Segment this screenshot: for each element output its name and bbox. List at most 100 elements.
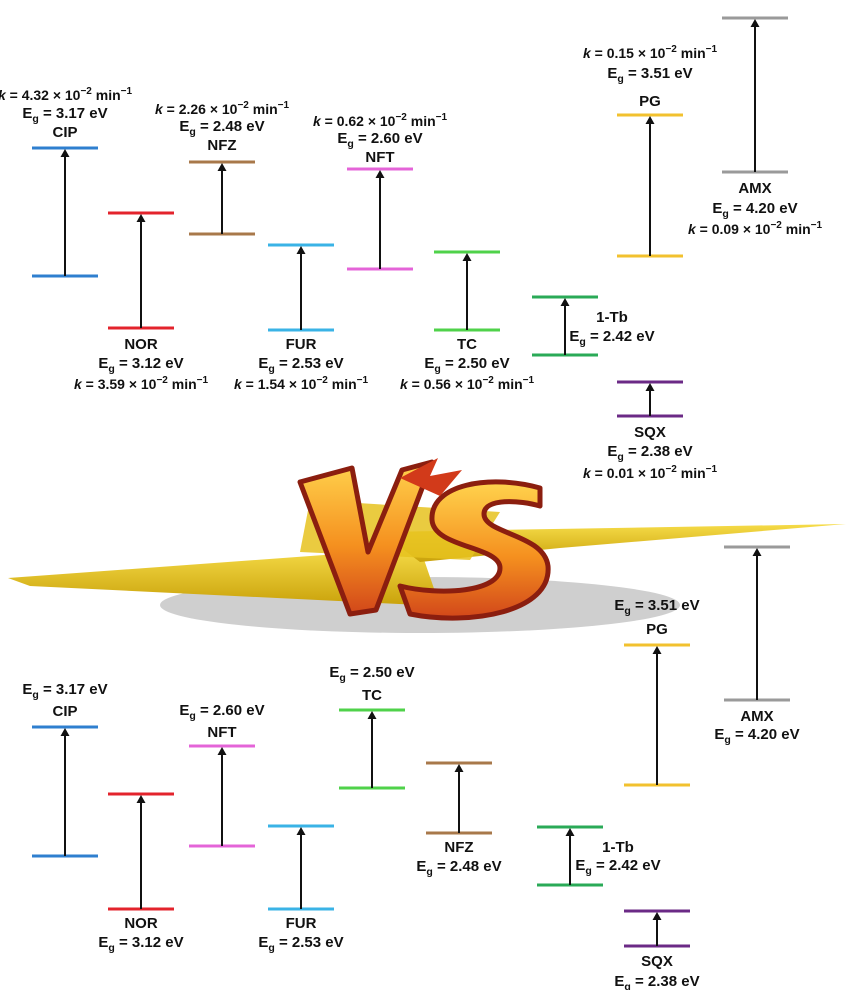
- band-top-TC: [434, 250, 500, 332]
- eg-top-1-Tb: Eg = 2.42 eV: [569, 328, 654, 348]
- band-bottom-NFT: [189, 744, 255, 848]
- eg-bottom-NFZ: Eg = 2.48 eV: [416, 858, 501, 878]
- k-top-AMX: k = 0.09 × 10−2 min−1: [688, 220, 823, 237]
- k-top-NFZ: k = 2.26 × 10−2 min−1: [155, 100, 290, 117]
- arrow-head-bottom-1-Tb: [565, 828, 575, 836]
- top-compound-TC: TC Eg = 2.50 eVk = 0.56 × 10−2 min−1: [400, 250, 535, 392]
- band-top-SQX: [617, 380, 683, 418]
- label-top-SQX: SQX: [634, 424, 666, 441]
- band-bottom-CIP: [32, 725, 98, 858]
- k-top-FUR: k = 1.54 × 10−2 min−1: [234, 375, 369, 392]
- label-top-AMX: AMX: [738, 180, 771, 197]
- eg-top-CIP: Eg = 3.17 eV: [22, 105, 107, 125]
- label-bottom-NFT: NFT: [207, 724, 236, 741]
- band-bottom-NFZ: [426, 761, 492, 835]
- eg-top-AMX: Eg = 4.20 eV: [712, 200, 797, 220]
- bottom-compound-FUR: FUR Eg = 2.53 eV: [258, 824, 344, 954]
- band-bottom-TC: [339, 708, 405, 790]
- bottom-compound-NOR: NOR Eg = 3.12 eV: [98, 792, 184, 954]
- label-bottom-NOR: NOR: [124, 915, 158, 932]
- k-top-CIP: k = 4.32 × 10−2 min−1: [0, 86, 132, 103]
- eg-top-NOR: Eg = 3.12 eV: [98, 355, 183, 375]
- top-compound-NOR: NOR Eg = 3.12 eVk = 3.59 × 10−2 min−1: [74, 211, 209, 392]
- arrow-head-bottom-CIP: [60, 728, 70, 736]
- label-top-FUR: FUR: [286, 336, 317, 353]
- label-bottom-TC: TC: [362, 687, 382, 704]
- band-top-NFT: [347, 167, 413, 271]
- k-top-TC: k = 0.56 × 10−2 min−1: [400, 375, 535, 392]
- band-top-AMX: [722, 16, 788, 174]
- arrow-head-bottom-AMX: [752, 548, 762, 556]
- band-bottom-FUR: [268, 824, 334, 911]
- bottom-compound-PG: PG Eg = 3.51 eV: [614, 597, 700, 787]
- band-bottom-AMX: [724, 545, 790, 702]
- label-top-CIP: CIP: [52, 124, 77, 141]
- top-compound-AMX: AMX Eg = 4.20 eVk = 0.09 × 10−2 min−1: [688, 16, 823, 237]
- eg-top-TC: Eg = 2.50 eV: [424, 355, 509, 375]
- bottom-compound-CIP: CIP Eg = 3.17 eV: [22, 681, 108, 858]
- arrow-head-top-CIP: [60, 149, 70, 157]
- vs-letter-v: [297, 459, 435, 617]
- band-top-CIP: [32, 146, 98, 278]
- arrow-head-top-NOR: [136, 214, 146, 222]
- arrow-head-top-PG: [645, 116, 655, 124]
- label-top-1-Tb: 1-Tb: [596, 309, 628, 326]
- label-bottom-SQX: SQX: [641, 953, 673, 970]
- eg-bottom-FUR: Eg = 2.53 eV: [258, 934, 343, 954]
- top-compound-FUR: FUR Eg = 2.53 eVk = 1.54 × 10−2 min−1: [234, 243, 369, 392]
- band-bottom-NOR: [108, 792, 174, 911]
- bottom-compound-NFZ: NFZ Eg = 2.48 eV: [416, 761, 502, 878]
- label-bottom-FUR: FUR: [286, 915, 317, 932]
- band-bottom-1-Tb: [537, 825, 603, 887]
- arrow-head-top-NFZ: [217, 163, 227, 171]
- label-top-PG: PG: [639, 93, 661, 110]
- band-top-NFZ: [189, 160, 255, 236]
- eg-bottom-AMX: Eg = 4.20 eV: [714, 726, 799, 746]
- arrow-head-bottom-NOR: [136, 795, 146, 803]
- arrow-head-bottom-SQX: [652, 912, 662, 920]
- arrow-head-top-FUR: [296, 246, 306, 254]
- bottom-compound-SQX: SQX Eg = 2.38 eV: [614, 909, 700, 990]
- band-bottom-PG: [624, 643, 690, 787]
- eg-bottom-NOR: Eg = 3.12 eV: [98, 934, 183, 954]
- eg-bottom-SQX: Eg = 2.38 eV: [614, 973, 699, 990]
- label-top-NOR: NOR: [124, 336, 158, 353]
- eg-bottom-TC: Eg = 2.50 eV: [329, 664, 414, 684]
- vs-letter-s: [397, 479, 551, 621]
- eg-bottom-PG: Eg = 3.51 eV: [614, 597, 699, 617]
- eg-bottom-1-Tb: Eg = 2.42 eV: [575, 857, 660, 877]
- arrow-head-bottom-PG: [652, 646, 662, 654]
- arrow-head-bottom-TC: [367, 711, 377, 719]
- top-compound-1-Tb: 1-Tb Eg = 2.42 eV: [532, 295, 655, 357]
- label-top-TC: TC: [457, 336, 477, 353]
- label-bottom-PG: PG: [646, 621, 668, 638]
- label-bottom-AMX: AMX: [740, 708, 773, 725]
- band-top-FUR: [268, 243, 334, 332]
- band-top-NOR: [108, 211, 174, 330]
- label-bottom-1-Tb: 1-Tb: [602, 839, 634, 856]
- vs-flame: [400, 458, 462, 496]
- arrow-head-top-SQX: [645, 383, 655, 391]
- vs-emblem: [8, 458, 846, 633]
- label-top-NFT: NFT: [365, 149, 394, 166]
- eg-top-FUR: Eg = 2.53 eV: [258, 355, 343, 375]
- eg-bottom-CIP: Eg = 3.17 eV: [22, 681, 107, 701]
- band-bottom-SQX: [624, 909, 690, 948]
- arrow-head-top-AMX: [750, 19, 760, 27]
- arrow-head-bottom-FUR: [296, 827, 306, 835]
- label-bottom-CIP: CIP: [52, 703, 77, 720]
- label-bottom-NFZ: NFZ: [444, 839, 473, 856]
- eg-top-NFT: Eg = 2.60 eV: [337, 130, 422, 150]
- k-top-NOR: k = 3.59 × 10−2 min−1: [74, 375, 209, 392]
